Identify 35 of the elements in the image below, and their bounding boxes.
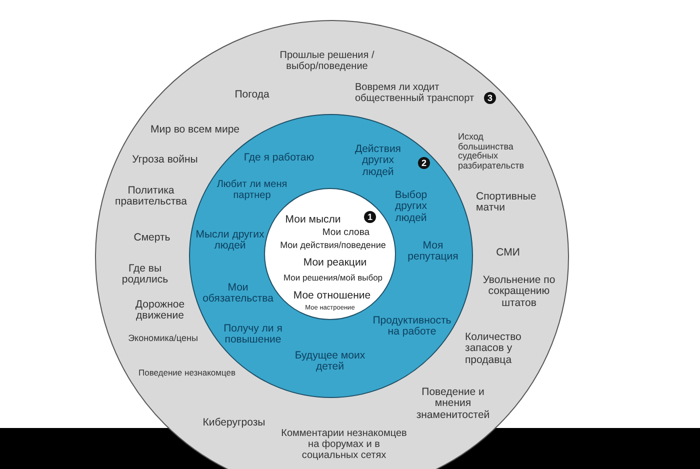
ring-label: Где я работаю xyxy=(242,152,316,164)
ring-label: Поведение и мнения знаменитостей xyxy=(415,387,491,421)
ring-label: Вовремя ли ходит общественный транспорт xyxy=(355,83,476,105)
ring-label: Мысли других людей xyxy=(194,230,266,252)
ring-label: Погода xyxy=(234,89,270,101)
ring-label: Киберугрозы xyxy=(202,417,266,429)
ring-label: Дорожное движение xyxy=(134,300,186,322)
ring-label: Мои решения/мой выбор xyxy=(282,273,384,283)
ring-label: Действия других людей xyxy=(354,144,402,178)
ring-label: Мои обязательства xyxy=(202,282,274,306)
ring-label: Выбор других людей xyxy=(394,190,428,224)
ring-label: Угроза войны xyxy=(131,154,199,166)
ring-label: Мои мысли xyxy=(284,214,342,226)
ring-label: Продуктивность на работе xyxy=(372,316,452,338)
ring-label: Политика правительства xyxy=(114,186,188,208)
ring-label: Мои слова xyxy=(321,228,371,238)
ring-label: Любит ли меня партнер xyxy=(216,180,288,202)
ring-label: СМИ xyxy=(495,247,521,259)
ring-label: Моя репутация xyxy=(406,240,460,264)
ring-label: Количество запасов у продавца xyxy=(465,332,522,366)
ring-label: Мир во всем мире xyxy=(149,124,241,136)
ring-label: Мое отношение xyxy=(292,290,372,302)
ring-label: Спортивные матчи xyxy=(476,192,538,214)
ring-label: Исход большинства судебных разбирательств xyxy=(458,132,526,172)
ring-label: Увольнение по сокращению штатов xyxy=(482,275,556,309)
ring-label: Где вы родились xyxy=(120,264,170,286)
ring-label: Будущее моих детей xyxy=(294,350,366,374)
ring-label: Смерть xyxy=(132,232,172,244)
ring-label: Комментарии незнакомцев на форумах и в социальных сетях xyxy=(280,428,408,462)
ring-label: Экономика/цены xyxy=(127,334,199,344)
ring-label: Прошлые решения /выбор/поведение xyxy=(278,51,376,73)
ring-label: Мои реакции xyxy=(302,257,368,269)
ring-label: Получу ли я повышение xyxy=(222,324,284,346)
ring-label: Мои действия/поведение xyxy=(279,241,387,251)
ring-label: Поведение незнакомцев xyxy=(138,368,236,378)
